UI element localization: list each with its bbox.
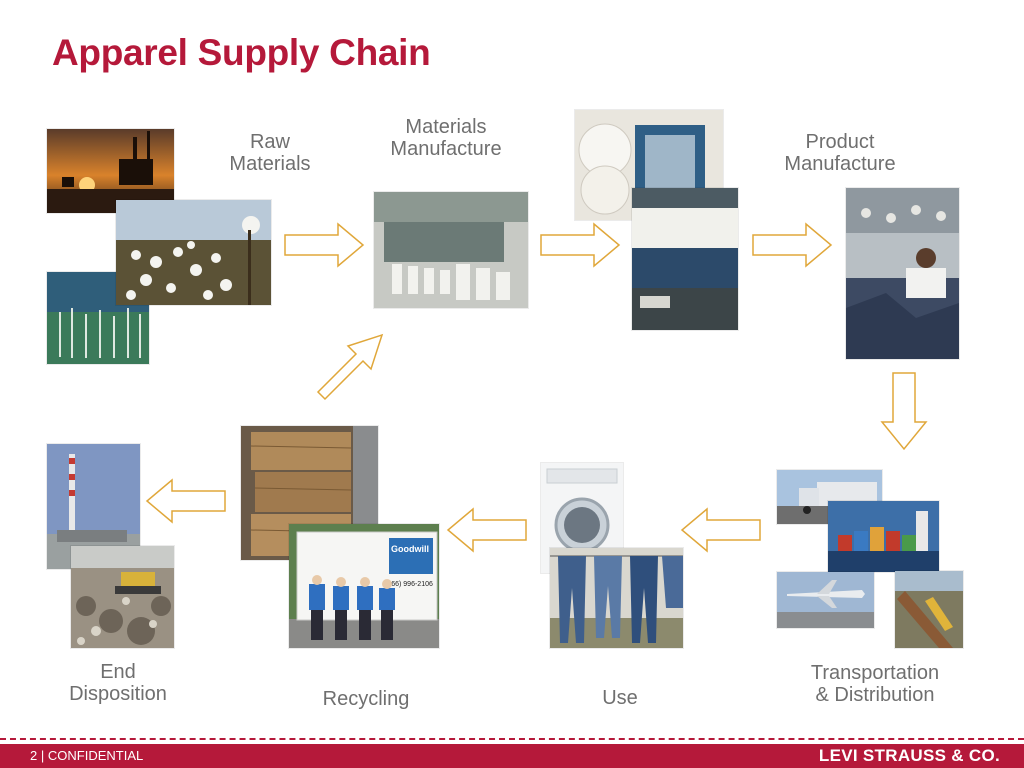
oil-rig-photo	[47, 129, 174, 213]
jeans-clothesline-photo	[550, 548, 683, 648]
cargo-ship-photo	[828, 501, 939, 572]
goodwill-sign: Goodwill	[391, 544, 429, 554]
arrow-down-icon	[880, 372, 928, 451]
brand-logo: LEVI STRAUSS & CO.	[818, 746, 1000, 765]
footer-bar	[0, 744, 1024, 768]
landfill-photo	[71, 546, 174, 648]
goodwill-truck-photo: Goodwill (866) 996-2106	[289, 524, 439, 648]
arrow-right-icon	[752, 222, 833, 268]
stage-label-transportation: Transportation& Distribution	[810, 662, 940, 706]
stage-label-use: Use	[602, 687, 638, 709]
arrow-left-icon	[680, 507, 761, 553]
arrow-left-icon	[145, 478, 226, 524]
page-title: Apparel Supply Chain	[52, 32, 431, 73]
garment-factory-photo	[846, 188, 959, 359]
spinning-mill-photo	[374, 192, 528, 308]
arrow-up-right-icon	[316, 333, 384, 401]
confidential-label: CONFIDENTIAL	[47, 748, 144, 763]
stage-label-recycling: Recycling	[322, 688, 410, 710]
footer-divider	[0, 738, 1024, 740]
arrow-left-icon	[446, 507, 527, 553]
freight-train-photo	[895, 571, 963, 648]
arrow-right-icon	[284, 222, 365, 268]
goodwill-phone: (866) 996-2106	[385, 581, 433, 588]
airplane-photo	[777, 572, 874, 628]
footer-separator: |	[40, 748, 45, 763]
cotton-field-photo	[116, 200, 271, 305]
page-number: 2	[30, 748, 38, 763]
arrow-right-icon	[540, 222, 621, 268]
footer-confidential: 2 | CONFIDENTIAL	[30, 748, 143, 763]
weaving-loom-photo	[632, 188, 738, 330]
